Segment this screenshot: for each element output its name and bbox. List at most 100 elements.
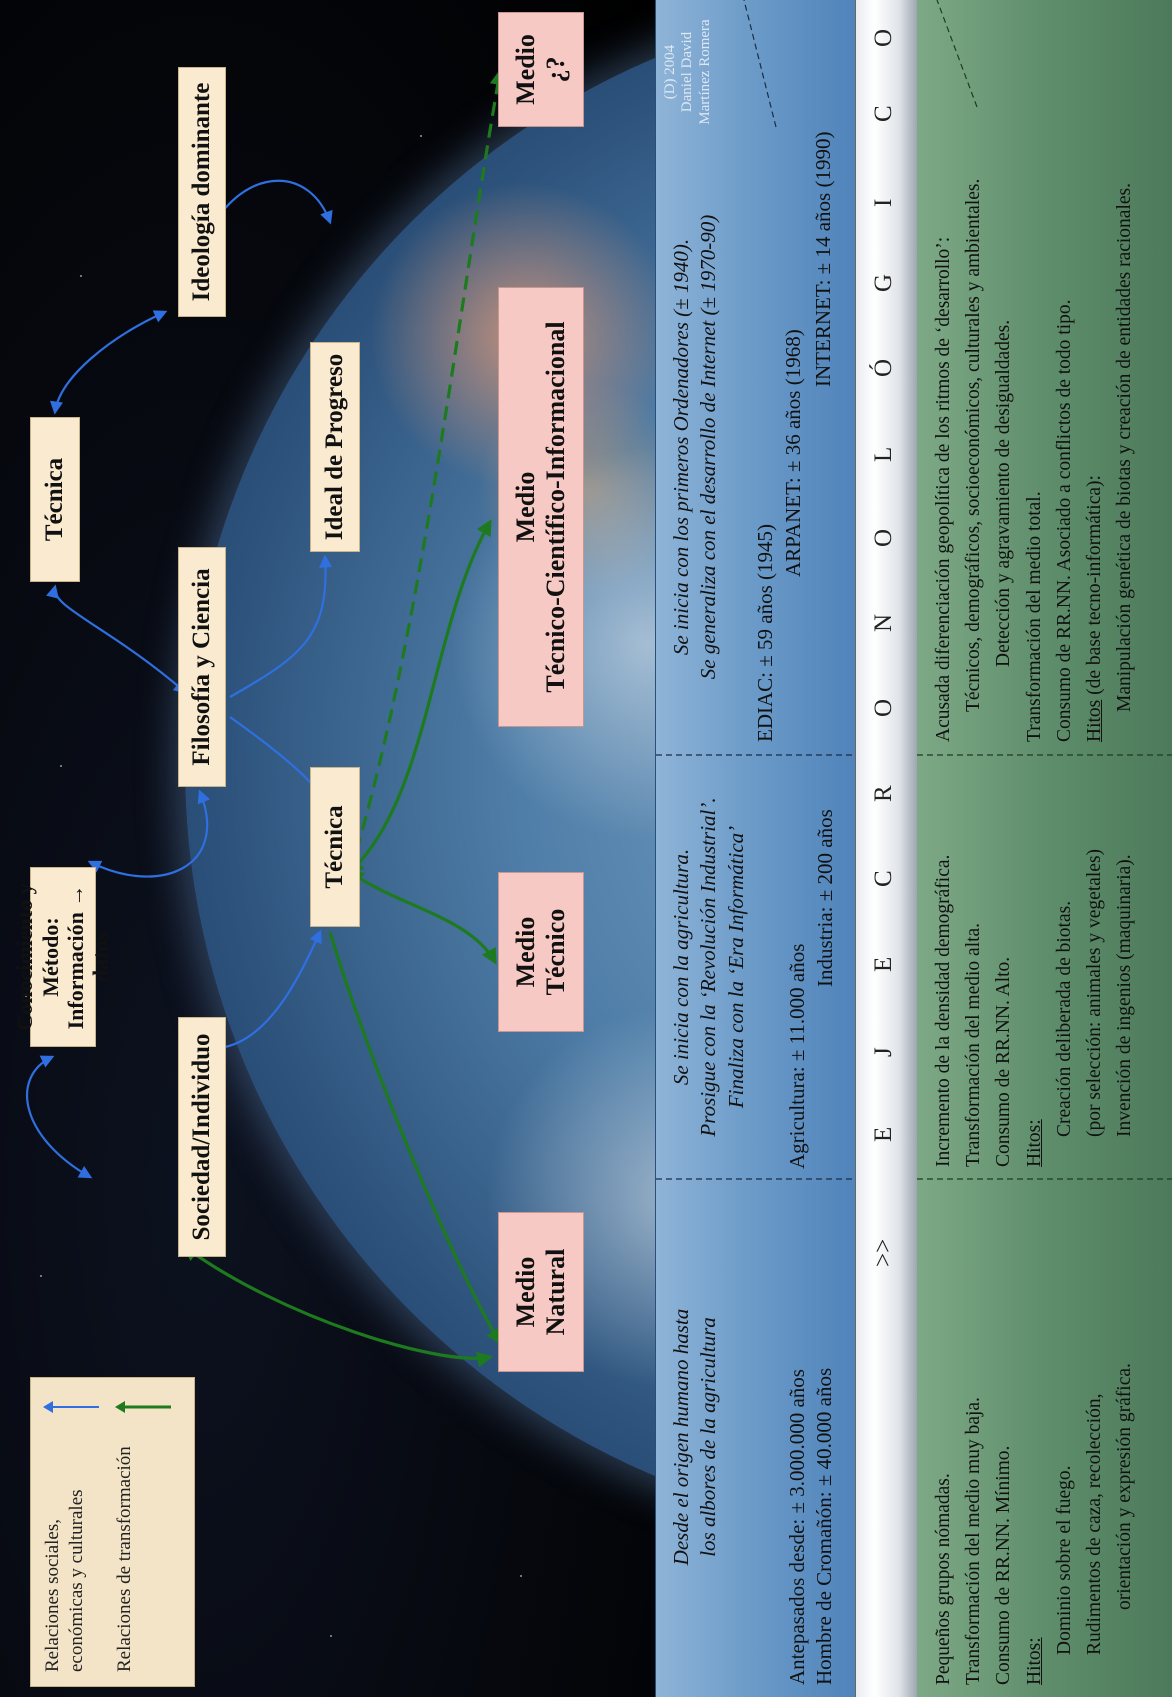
axis-letter: R (870, 785, 897, 802)
tci-detail-5: Consumo de RR.NN. Asociado a conflictos … (1053, 299, 1075, 742)
axis-letter: O (870, 528, 897, 547)
axis-letter: E (870, 1126, 897, 1142)
axis-letter: L (870, 446, 897, 462)
tecnico-detail-2: Transformación del medio alta. (963, 922, 985, 1167)
green-relations (182, 68, 506, 1368)
axis-letter: O (870, 698, 897, 717)
legend: Relaciones sociales, económicas y cultur… (30, 1377, 195, 1687)
medio-natural-line1: Medio (511, 1256, 541, 1328)
natural-period-line1: Desde el origen humano hasta (669, 1308, 693, 1566)
legend-social: Relaciones sociales, económicas y cultur… (41, 1392, 113, 1672)
blue-arrow-tecnica-ideologia (49, 310, 168, 415)
node-tecnica-center: Técnica (310, 767, 360, 927)
legend-green-arrow-icon (115, 1401, 171, 1413)
period-dividers (656, 0, 856, 1180)
node-conocimiento-line1: Conocimiento y Método: (12, 883, 63, 1031)
periods-band: Desde el origen humano hasta los albores… (655, 0, 856, 1697)
node-conocimiento: Conocimiento y Método: Información → dat… (12, 867, 113, 1047)
credit-line3: Martínez Romera (696, 19, 713, 125)
tci-detail-1: Acusada diferenciación geopolítica de lo… (933, 236, 954, 742)
medio-future-line1: Medio (511, 34, 541, 105)
natural-date-2: Hombre de Cromañón: ± 40.000 años (812, 1367, 837, 1685)
green-arrow-tecnica-medio-tci (347, 519, 492, 875)
axis-letter: I (870, 198, 897, 207)
tci-date-2: ARPANET: ± 36 años (1968) (781, 329, 805, 577)
blue-arrow-filosofia-ideal (229, 554, 333, 698)
blue-relations (26, 179, 333, 1179)
axis-letter: C (870, 870, 897, 887)
medio-future-line2: ¿? (541, 56, 570, 83)
tci-date-1: EDIAC: ± 59 años (1945) (753, 524, 777, 742)
axis-start-marker: >> (870, 1238, 897, 1267)
axis-letter: C (870, 105, 897, 122)
natural-hito-1: Dominio sobre el fuego. (1053, 1465, 1075, 1655)
credit-line1: (D) 2004 (662, 44, 678, 100)
blue-arrow-filosofia-tecnica-center (229, 716, 333, 809)
tci-detail-2: Técnicos, demográficos, socioeconómicos,… (963, 178, 985, 712)
tecnico-period-line3: Finaliza con la ‘Era Informática’ (723, 825, 748, 1109)
tecnico-hito-3: Invención de ingenios (maquinaria). (1114, 854, 1136, 1137)
node-sociedad: Sociedad/Individuo (178, 1017, 226, 1257)
natural-detail-2: Transformación del medio muy baja. (963, 1397, 985, 1685)
natural-hitos-label: Hitos: (1023, 1637, 1045, 1685)
tci-period-desc: Se inicia con los primeros Ordenadores (… (668, 147, 723, 747)
tci-hitos-line: Hitos (de base tecno-informática): (1080, 179, 1110, 742)
axis-letter: N (870, 613, 897, 632)
green-arrow-tecnica-medio-natural (328, 931, 502, 1345)
green-arrow-tecnica-medio-tecnico (347, 870, 497, 965)
tecnico-details: Incremento de la densidad demográfica. T… (929, 849, 1141, 1167)
details-band: Pequeños grupos nómadas. Transformación … (917, 0, 1172, 1697)
natural-hito-2: Rudimentos de caza, recolección, (1084, 1393, 1106, 1655)
medio-tci-line1: Medio (511, 471, 541, 543)
chronological-axis: >> E J E C R O N O L Ó G I C O (855, 0, 919, 1697)
detail-dividers (917, 0, 1172, 1180)
natural-period-line2: los albores de la agricultura (696, 1317, 721, 1557)
blue-arrow-conocimiento-filosofia (87, 789, 211, 878)
node-ideal-progreso: Ideal de Progreso (310, 342, 360, 552)
node-filosofia: Filosofía y Ciencia (178, 547, 226, 787)
legend-transform: Relaciones de transformación (113, 1392, 185, 1672)
tecnico-period-line1: Se inicia con la agricultura. (669, 848, 693, 1086)
tci-detail-4: Transformación del medio total. (1023, 491, 1045, 742)
natural-hito-3: orientación y expresión gráfica. (1114, 1363, 1136, 1610)
node-ideologia: Ideología dominante (178, 67, 226, 317)
credit: (D) 2004 Daniel David Martínez Romera (662, 7, 714, 137)
tecnico-date-2: Industria: ± 200 años (813, 809, 837, 987)
node-tecnica-top: Técnica (30, 417, 80, 582)
blue-arrow-ideologia-ideal (213, 179, 333, 225)
axis-letter: O (870, 28, 897, 47)
relations-diagram (26, 68, 506, 1368)
medio-future: Medio¿? (498, 12, 584, 127)
medio-tecnico-line1: Medio (511, 916, 541, 988)
medio-tecnico-line2: Técnico (541, 908, 570, 996)
tecnico-date-1: Agricultura: ± 11.000 años (785, 943, 809, 1169)
axis-letter: Ó (870, 358, 897, 377)
green-arrow-sociedad-medio-natural (182, 1245, 494, 1368)
axis-letter: E (870, 956, 897, 972)
blue-arrow-tecnica-sociedad (224, 929, 322, 1049)
tecnico-hito-2: (por selección: animales y vegetales) (1084, 848, 1106, 1137)
tci-period-line1: Se inicia con los primeros Ordenadores (… (669, 238, 693, 656)
blue-arrow-filosofia-tecnica (46, 584, 187, 694)
tci-hito-1: Manipulación genética de biotas y creaci… (1114, 183, 1136, 712)
medio-natural-line2: Natural (541, 1248, 570, 1336)
blue-arrow-sociedad-conocimiento (26, 1055, 93, 1179)
credit-line2: Daniel David (679, 31, 696, 113)
natural-detail-3: Consumo de RR.NN. Mínimo. (993, 1445, 1015, 1685)
natural-period-desc: Desde el origen humano hasta los albores… (668, 1187, 723, 1687)
green-dashed-arrow-future (348, 68, 506, 873)
tci-hitos-rest: (de base tecno-informática): (1084, 475, 1106, 700)
tecnico-period-line2: Prosigue con la ‘Revolución Industrial’. (696, 797, 721, 1137)
natural-detail-1: Pequeños grupos nómadas. (933, 1473, 954, 1685)
tecnico-detail-1: Incremento de la densidad demográfica. (933, 854, 954, 1167)
tecnico-hitos-label: Hitos: (1023, 1119, 1045, 1167)
natural-date-1: Antepasados desde: ± 3.000.000 años (785, 1369, 809, 1685)
natural-period-dates: Antepasados desde: ± 3.000.000 años Homb… (784, 1368, 839, 1685)
axis-letter: J (870, 1047, 897, 1057)
legend-blue-arrow-icon (43, 1401, 99, 1413)
